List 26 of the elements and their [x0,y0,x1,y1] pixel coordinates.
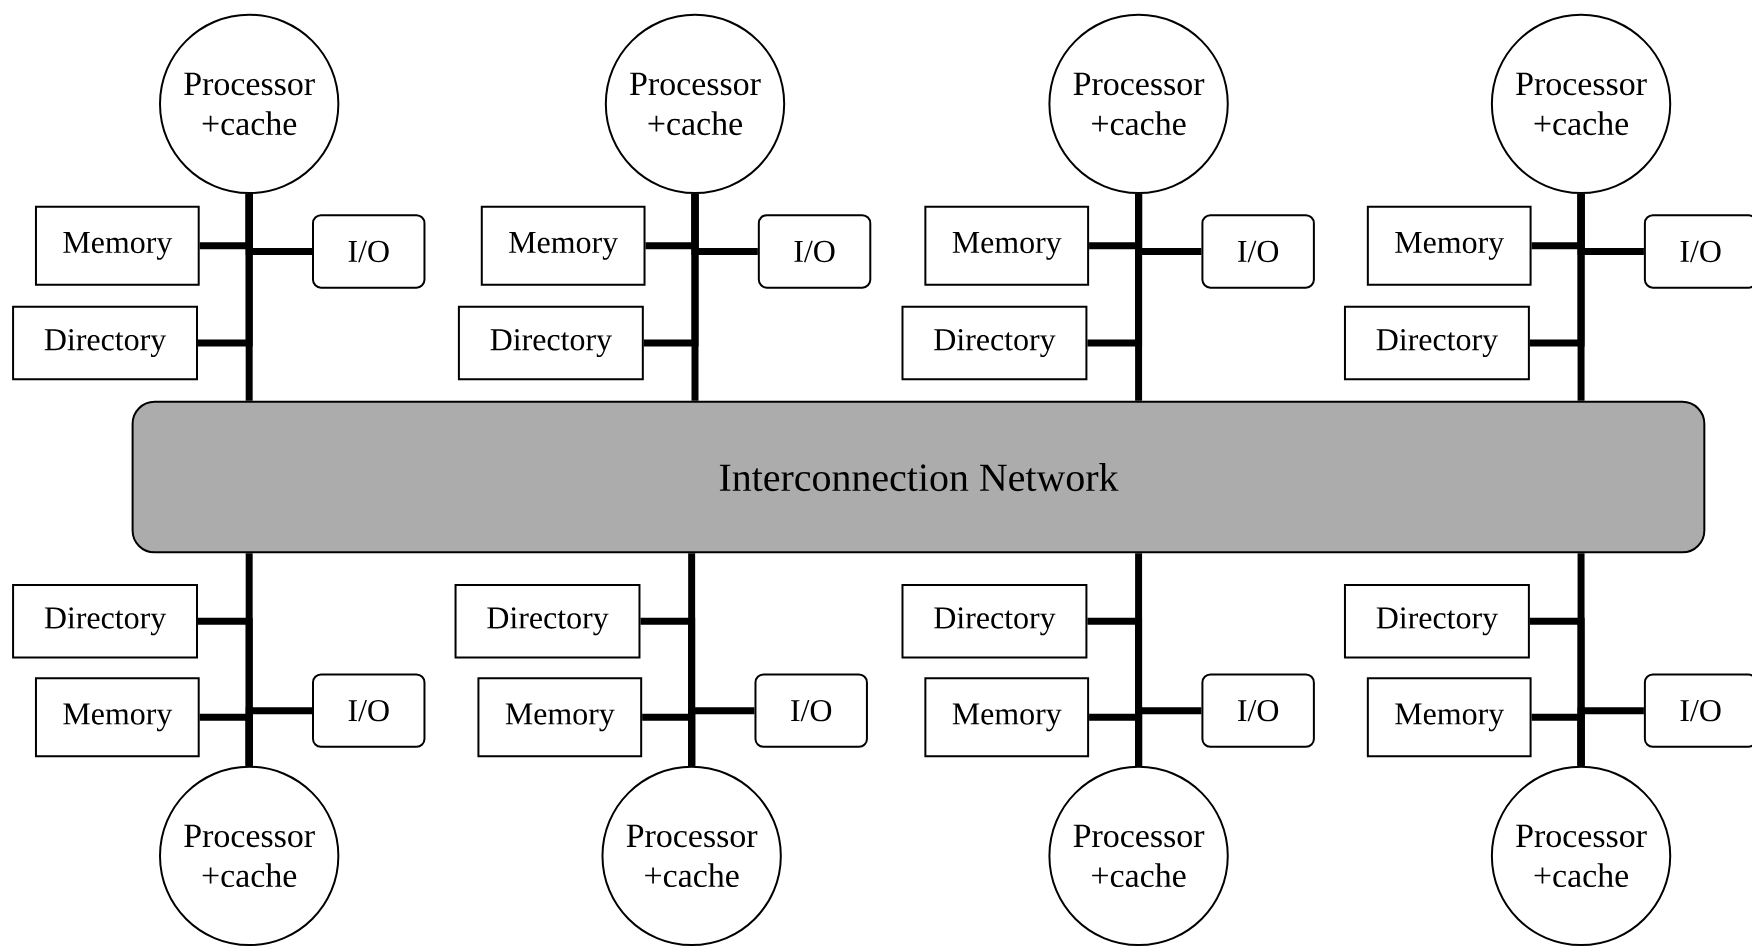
io-box: I/O [312,214,426,289]
io-box: I/O [757,214,872,289]
directory-box: Directory [12,584,198,659]
bus-line [1135,707,1202,766]
memory-box: Memory [34,206,200,287]
memory-box: Memory [1366,206,1532,287]
io-box: I/O [1201,673,1315,749]
directory-box: Directory [457,306,644,381]
io-box: I/O [1643,673,1752,749]
memory-box: Memory [34,677,200,758]
directory-box: Directory [901,584,1088,659]
memory-box: Memory [480,206,646,287]
memory-box: Memory [477,677,643,758]
memory-box: Memory [924,206,1090,287]
network-bar: Interconnection Network [131,401,1706,554]
directory-box: Directory [901,306,1088,381]
io-box: I/O [1201,214,1315,289]
io-box: I/O [312,673,426,749]
directory-box: Directory [12,306,198,381]
io-box: I/O [754,673,868,749]
memory-box: Memory [924,677,1090,758]
directory-box: Directory [1343,306,1530,381]
directory-box: Directory [1343,584,1530,659]
directory-box: Directory [454,584,641,659]
memory-box: Memory [1366,677,1532,758]
io-box: I/O [1643,214,1752,289]
